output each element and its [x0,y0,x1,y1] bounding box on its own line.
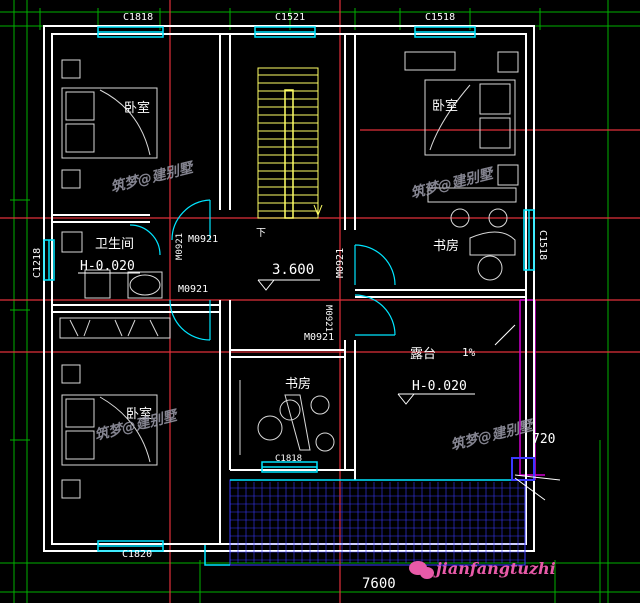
window-label-study: C1818 [275,454,302,464]
bed-nw [61,59,158,189]
wardrobe-sw [69,319,159,337]
bathroom-fixtures [61,231,163,299]
room-terrace: 露台 [410,347,436,362]
level-bathroom: H-0.020 [80,259,135,274]
dimension-overall-width: 7600 [362,576,396,592]
terrace-tiles [204,457,561,566]
bed-sw [59,317,171,499]
windows [43,26,535,552]
room-bedroom-ne: 卧室 [432,98,458,114]
room-bedroom-nw: 卧室 [124,100,150,116]
room-bathroom: 卫生间 [95,237,134,252]
door-label-1: M0921 [175,233,185,260]
door-label-3: M0921 [178,284,208,295]
study-desk-south [239,380,335,455]
room-study-south: 书房 [285,376,311,392]
bed-ne [404,51,519,186]
window-label-left: C1218 [32,248,43,278]
door-label-4: M0921 [335,248,346,278]
window-label-top-right: C1518 [425,12,455,23]
level-terrace: H-0.020 [412,379,467,394]
staircase [257,67,323,219]
watermark-2: 筑梦@建别墅 [409,164,498,202]
slope-label: 1% [462,346,476,359]
stair-down-label: 下 [256,228,266,239]
door-label-6: M0921 [323,305,333,332]
door-label-2: M0921 [188,234,218,245]
window-label-right: C1518 [537,230,548,260]
door-label-5: M0921 [304,332,334,343]
room-study-east: 书房 [433,238,459,254]
study-desk-east [427,187,517,281]
roof-outline [519,299,545,480]
door-swings [129,199,396,341]
brand-watermark: jianfangtuzhi [433,559,556,578]
dimension-balcony: 720 [532,432,555,447]
wechat-icon [409,561,434,579]
room-bedroom-sw: 卧室 [126,406,152,422]
watermark-4: 筑梦@建别墅 [449,416,538,454]
level-hall: 3.600 [272,262,314,278]
watermark-1: 筑梦@建别墅 [109,158,198,196]
window-label-bottom-left: C1820 [122,549,152,560]
window-label-top-left: C1818 [123,12,153,23]
window-label-top-mid: C1521 [275,12,305,23]
